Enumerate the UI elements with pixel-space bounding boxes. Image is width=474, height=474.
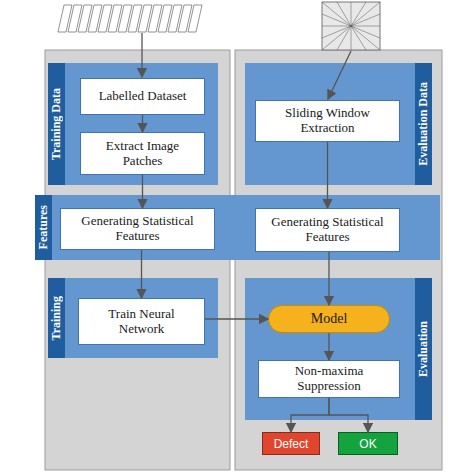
flow-arrow: [291, 398, 329, 432]
flow-arrow: [327, 142, 328, 208]
flow-arrow: [328, 252, 329, 305]
stage-band: Training Data Labelled DatasetExtract Ima…: [48, 63, 218, 185]
stage-band: Evaluation ModelNon-maxima Suppression: [245, 278, 432, 420]
node-label: Defect: [274, 437, 309, 451]
node-label: Generating Statistical Features: [67, 214, 208, 244]
image-stack: [58, 5, 202, 32]
node-label: Model: [311, 311, 348, 327]
flow-arrow: [329, 398, 368, 432]
band-label: Features: [36, 205, 51, 249]
band-label: Evaluation Data: [416, 82, 431, 166]
flow-arrow: [142, 175, 143, 208]
process-box: Non-maxima Suppression: [258, 360, 400, 398]
band-label: Training: [49, 296, 64, 340]
band-label-bar: Training: [48, 278, 65, 358]
process-box: Labelled Dataset: [80, 78, 205, 115]
stage-band: Evaluation Data Sliding Window Extraction: [245, 63, 432, 185]
band-label-bar: Evaluation: [415, 278, 432, 420]
band-label-bar: Training Data: [48, 63, 65, 185]
sample-image: [322, 2, 380, 50]
flow-arrow: [205, 318, 268, 319]
node-label: Labelled Dataset: [99, 89, 187, 104]
input-arrow: [328, 51, 351, 99]
node-label: Sliding Window Extraction: [262, 106, 393, 136]
result-box: Defect: [262, 432, 320, 455]
process-box: Sliding Window Extraction: [255, 100, 400, 142]
band-label-bar: Evaluation Data: [415, 63, 432, 185]
band-label-bar: Features: [35, 195, 52, 260]
stage-band: Training Train Neural Network: [48, 278, 218, 358]
node-label: Non-maxima Suppression: [265, 364, 393, 394]
process-box: Extract Image Patches: [80, 132, 205, 175]
right-panel: [235, 50, 442, 470]
stage-band: Features Generating Statistical Features G…: [35, 195, 440, 260]
node-label: Extract Image Patches: [87, 139, 198, 169]
flow-arrow: [328, 333, 329, 360]
node-label: Train Neural Network: [85, 307, 198, 337]
band-label: Training Data: [49, 88, 64, 160]
left-panel: [45, 50, 230, 470]
process-box: Train Neural Network: [78, 298, 205, 345]
flow-arrow: [142, 115, 143, 132]
process-box: Generating Statistical Features: [255, 208, 400, 252]
flow-arrow: [141, 250, 142, 298]
process-box: Generating Statistical Features: [60, 208, 215, 250]
result-box: OK: [338, 432, 398, 455]
node-label: Generating Statistical Features: [262, 215, 393, 245]
node-label: OK: [359, 437, 376, 451]
input-arrow: [141, 33, 142, 77]
band-label: Evaluation: [416, 321, 431, 377]
model-pill: Model: [268, 305, 390, 333]
